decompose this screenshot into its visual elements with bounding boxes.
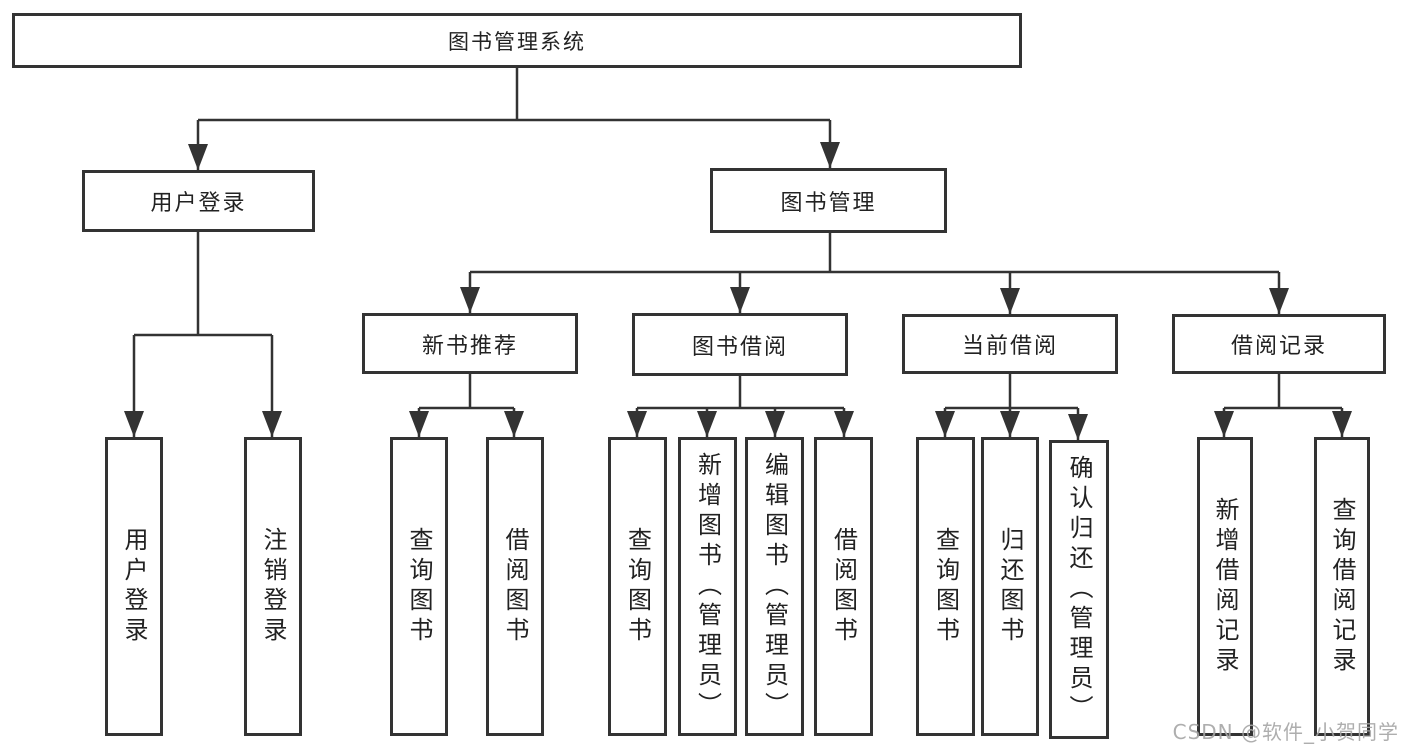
leaf-label: 注销登录 (259, 526, 287, 647)
leaf-current-confirm-return-admin: 确认归还（管理员） (1049, 440, 1109, 739)
leaf-current-return-books: 归还图书 (981, 437, 1039, 736)
leaf-borrow-add-books-admin: 新增图书（管理员） (678, 437, 737, 736)
leaf-label: 新增借阅记录 (1211, 496, 1239, 677)
leaf-borrow-borrow-books: 借阅图书 (814, 437, 873, 736)
node-book-borrowing: 图书借阅 (632, 313, 848, 376)
node-label: 图书管理系统 (448, 29, 586, 54)
leaf-label: 确认归还（管理员） (1065, 454, 1093, 725)
leaf-current-query-books: 查询图书 (916, 437, 975, 736)
node-library-management-system: 图书管理系统 (12, 13, 1022, 68)
leaf-rec-query-books: 查询图书 (390, 437, 448, 736)
node-label: 当前借阅 (961, 334, 1058, 359)
node-label: 新书推荐 (421, 333, 518, 359)
arrowheads (124, 142, 1352, 440)
leaf-user-login: 用户登录 (105, 437, 163, 736)
leaf-label: 查询图书 (405, 526, 433, 647)
node-borrowing-records: 借阅记录 (1172, 314, 1386, 374)
leaf-borrow-edit-books-admin: 编辑图书（管理员） (745, 437, 804, 736)
leaf-label: 编辑图书（管理员） (760, 451, 789, 722)
node-label: 图书借阅 (691, 334, 788, 360)
csdn-watermark: CSDN @软件_小贺同学 (1172, 720, 1399, 744)
node-new-book-recommendation: 新书推荐 (362, 313, 578, 374)
leaf-records-add-borrow-record: 新增借阅记录 (1197, 437, 1253, 736)
node-label: 用户登录 (150, 191, 247, 216)
leaf-label: 新增图书（管理员） (693, 451, 722, 722)
node-current-borrowing: 当前借阅 (902, 314, 1118, 374)
leaf-label: 借阅图书 (829, 526, 858, 647)
leaf-label: 用户登录 (120, 526, 148, 647)
leaf-label: 查询图书 (931, 526, 960, 647)
leaf-label: 查询图书 (623, 526, 652, 647)
leaf-records-query-borrow-record: 查询借阅记录 (1314, 437, 1370, 736)
leaf-rec-borrow-books: 借阅图书 (486, 437, 544, 736)
leaf-label: 借阅图书 (501, 526, 529, 647)
node-user-login: 用户登录 (82, 170, 315, 232)
leaf-logout: 注销登录 (244, 437, 302, 736)
node-book-management: 图书管理 (710, 168, 947, 233)
leaf-label: 归还图书 (996, 526, 1024, 647)
node-label: 借阅记录 (1230, 334, 1327, 359)
leaf-label: 查询借阅记录 (1328, 496, 1356, 677)
node-label: 图书管理 (780, 190, 877, 216)
leaf-borrow-query-books: 查询图书 (608, 437, 667, 736)
